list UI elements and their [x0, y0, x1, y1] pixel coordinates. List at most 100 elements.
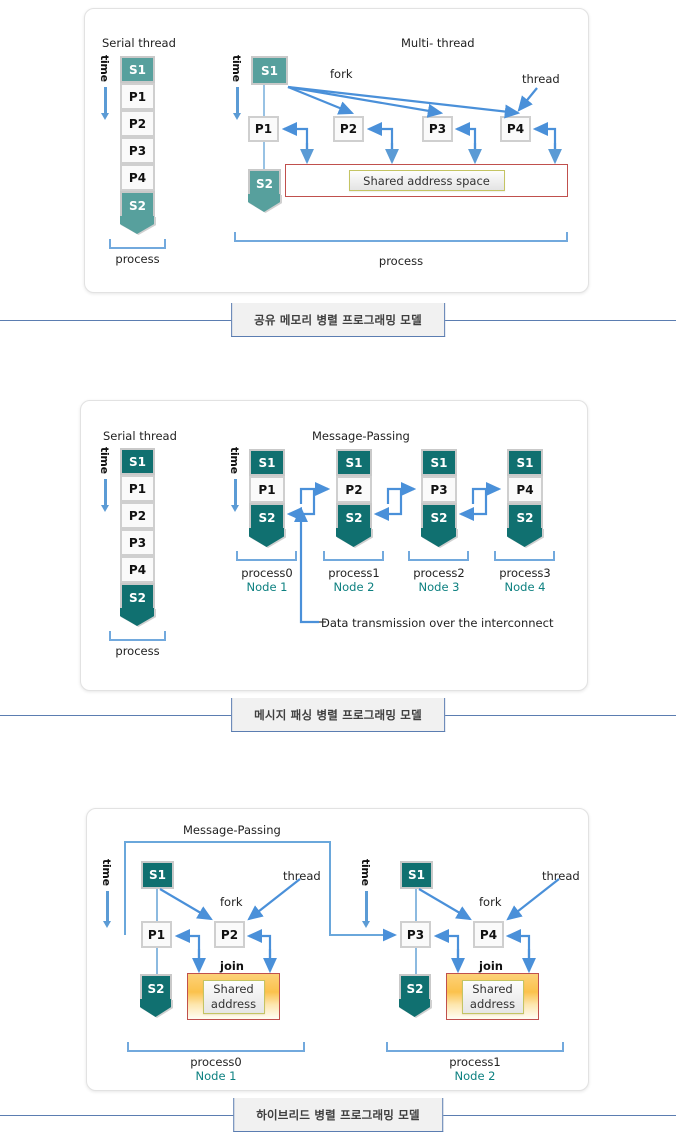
hybrid-g0-block-s1: S1 [141, 861, 174, 889]
serial-process-label: process [115, 252, 160, 266]
hybrid-g0-shared-box: Shared address [187, 973, 280, 1020]
mp-p0-node-label: Node 1 [246, 580, 288, 594]
mp-p2-block-s1: S1 [421, 449, 457, 476]
hybrid-g1-tail [399, 999, 430, 1017]
multi-block-s2: S2 [248, 169, 281, 196]
mp-p2-node-label: Node 3 [418, 580, 460, 594]
hybrid-g1-block-s2: S2 [399, 974, 431, 1001]
data-transmission-label: Data transmission over the interconnect [321, 616, 554, 630]
mp-p0-block-s2: S2 [249, 503, 285, 530]
hybrid-g0-block-s2: S2 [140, 974, 172, 1001]
time-axis-arrow-mp [230, 505, 239, 512]
mp-p0-process-label: process0 [241, 566, 293, 580]
mp-p1-node-label: Node 2 [333, 580, 375, 594]
caption-message-passing: 메시지 패싱 병렬 프로그래밍 모델 [0, 698, 676, 744]
hybrid-g1-block-p3: P3 [400, 921, 431, 948]
caption-shared-memory: 공유 메모리 병렬 프로그래밍 모델 [0, 303, 676, 349]
hybrid-g1-thread-label: thread [542, 869, 580, 883]
shared-address-space-band: Shared address space [285, 164, 568, 197]
caption-hybrid: 하이브리드 병렬 프로그래밍 모델 [0, 1098, 676, 1144]
hybrid-g0-block-p1: P1 [141, 921, 172, 948]
time-axis-arrow-multi [232, 113, 241, 120]
mp-p3-tail [507, 528, 542, 547]
time-axis-line-serial [104, 87, 107, 115]
mp-p2-process-label: process2 [413, 566, 465, 580]
serial-block-s2: S2 [120, 191, 155, 218]
multi-block-s1: S1 [251, 56, 288, 85]
time-axis-arrow-h0 [102, 921, 111, 928]
time-axis-line-h1 [365, 891, 368, 923]
mp-p3-block-s1: S1 [507, 449, 543, 476]
serial-block-p3: P3 [120, 137, 155, 164]
time-axis-line-multi [236, 87, 239, 115]
hybrid-g1-bracket [386, 1042, 564, 1052]
serial2-block-p1: P1 [120, 475, 155, 502]
time-axis-label-mp: time [228, 447, 241, 474]
hybrid-g1-shared-box: Shared address [446, 973, 539, 1020]
mp-p0-tail [249, 528, 284, 547]
mp-p2-tail [421, 528, 456, 547]
time-axis-line-mp [234, 479, 237, 507]
caption-box-1: 공유 메모리 병렬 프로그래밍 모델 [231, 303, 445, 337]
hybrid-g1-node-label: Node 2 [454, 1069, 496, 1083]
figure-panel-message-passing: Serial thread Message-Passing time S1 P1… [80, 400, 588, 691]
serial-thread-title-2: Serial thread [103, 429, 177, 443]
hybrid-g0-node-label: Node 1 [195, 1069, 237, 1083]
multi-process-label: process [378, 254, 424, 268]
serial2-block-p3: P3 [120, 529, 155, 556]
multi-thread-block-p3: P3 [422, 116, 453, 142]
time-axis-line-serial-2 [104, 479, 107, 507]
serial2-process-bracket [109, 631, 166, 641]
hybrid-g1-shared-label: Shared address [461, 979, 524, 1014]
multi-thread-block-p2: P2 [333, 116, 364, 142]
time-axis-label-serial-2: time [98, 447, 111, 474]
hybrid-g1-block-s1: S1 [400, 861, 433, 889]
mp-p3-block-p4: P4 [507, 476, 543, 503]
multi-thread-block-p1: P1 [248, 116, 279, 142]
multi-block-s2-tail [248, 194, 280, 212]
time-axis-line-h0 [106, 891, 109, 923]
mp-p1-block-p2: P2 [336, 476, 372, 503]
mp-p2-bracket [408, 551, 469, 561]
hybrid-g1-shared-line2: address [469, 996, 516, 1011]
hybrid-g0-thread-label: thread [283, 869, 321, 883]
hybrid-g1-shared-line1: Shared [472, 982, 513, 997]
fork-label-fig1: fork [330, 67, 353, 81]
caption-text-2: 메시지 패싱 병렬 프로그래밍 모델 [254, 707, 422, 722]
mp-p1-block-s2: S2 [336, 503, 372, 530]
hybrid-g1-block-p4: P4 [473, 921, 504, 948]
serial-block-s2-tail [120, 216, 154, 234]
figure-panel-shared-memory: Serial thread Multi- thread time S1 P1 P… [84, 8, 589, 293]
mp-p1-bracket [323, 551, 384, 561]
mp-p0-block-p1: P1 [249, 476, 285, 503]
serial-block-p1: P1 [120, 83, 155, 110]
hybrid-g0-process-label: process0 [190, 1055, 242, 1069]
time-axis-arrow-serial-2 [100, 505, 109, 512]
caption-text-3: 하이브리드 병렬 프로그래밍 모델 [256, 1107, 420, 1122]
mp-p0-block-s1: S1 [249, 449, 285, 476]
multi-thread-title: Multi- thread [401, 36, 475, 50]
figure1-connectors [263, 85, 563, 169]
hybrid-g1-join-label: join [479, 959, 503, 973]
serial2-block-p4: P4 [120, 556, 155, 583]
mp-p3-process-label: process3 [499, 566, 551, 580]
hybrid-g0-shared-line1: Shared [213, 982, 254, 997]
time-axis-label-h1: time [359, 859, 372, 886]
mp-p3-bracket [494, 551, 555, 561]
serial-block-p4: P4 [120, 164, 155, 191]
serial-process-bracket [109, 239, 166, 249]
hybrid-g0-bracket [127, 1042, 305, 1052]
hybrid-g0-shared-label: Shared address [202, 979, 265, 1014]
mp-p1-block-s1: S1 [336, 449, 372, 476]
mp-p0-bracket [236, 551, 297, 561]
serial2-block-p2: P2 [120, 502, 155, 529]
serial2-block-s1: S1 [120, 448, 155, 475]
multi-thread-block-p4: P4 [500, 116, 531, 142]
thread-label-fig1: thread [522, 72, 560, 86]
mp-p2-block-s2: S2 [421, 503, 457, 530]
caption-box-3: 하이브리드 병렬 프로그래밍 모델 [233, 1098, 443, 1132]
time-axis-arrow-serial [100, 113, 109, 120]
serial-thread-title: Serial thread [102, 36, 176, 50]
message-passing-title-2: Message-Passing [312, 429, 410, 443]
